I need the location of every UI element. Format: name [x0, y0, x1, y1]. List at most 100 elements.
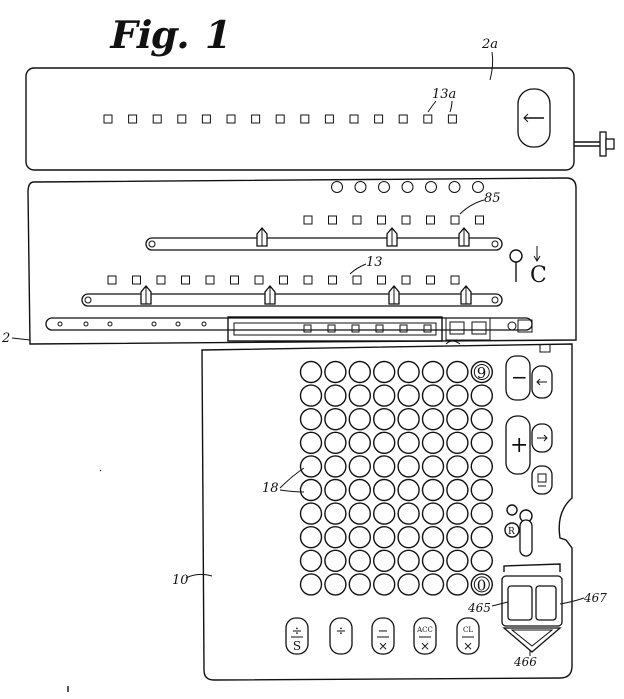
amount-key[interactable] [348, 526, 371, 549]
amount-key[interactable] [348, 455, 371, 478]
side-key-small[interactable] [531, 465, 553, 495]
amount-key[interactable] [348, 502, 371, 525]
amount-key[interactable] [446, 384, 469, 407]
slider-pointer[interactable] [388, 284, 400, 305]
amount-key[interactable] [348, 478, 371, 502]
amount-key[interactable] [421, 549, 445, 572]
amount-key[interactable] [421, 526, 445, 549]
motor-bar-left[interactable] [507, 585, 533, 621]
amount-key[interactable] [421, 478, 445, 502]
amount-key[interactable] [397, 431, 420, 454]
amount-key[interactable] [373, 408, 396, 431]
amount-key[interactable] [324, 408, 347, 431]
amount-key[interactable] [324, 526, 347, 549]
amount-key[interactable] [299, 384, 323, 407]
amount-key[interactable] [324, 573, 347, 596]
amount-key[interactable] [348, 573, 371, 596]
slider-pointer[interactable] [386, 226, 398, 247]
amount-key[interactable] [470, 526, 493, 549]
amount-key[interactable] [373, 549, 396, 572]
amount-key[interactable] [421, 408, 445, 431]
amount-key[interactable] [373, 526, 396, 549]
amount-key[interactable] [446, 502, 469, 525]
amount-key[interactable] [446, 526, 469, 549]
amount-key[interactable] [324, 478, 347, 502]
amount-key[interactable] [348, 549, 371, 572]
amount-key[interactable] [373, 455, 396, 478]
amount-key[interactable] [373, 502, 396, 525]
amount-key[interactable] [324, 384, 347, 407]
slider-pointer[interactable] [264, 284, 276, 305]
side-key-minus[interactable] [505, 355, 531, 401]
amount-key[interactable] [348, 431, 371, 454]
motor-bar-bottom[interactable] [502, 627, 562, 653]
amount-key[interactable] [421, 455, 445, 478]
function-key[interactable]: CL× [456, 617, 480, 655]
amount-key[interactable] [470, 431, 493, 454]
motor-bar-right[interactable] [535, 585, 557, 621]
slider-pointers[interactable] [140, 226, 472, 305]
amount-key[interactable] [299, 431, 323, 454]
amount-key[interactable] [446, 478, 469, 502]
amount-key[interactable] [446, 573, 469, 596]
amount-key[interactable] [446, 455, 469, 478]
amount-key[interactable] [421, 384, 445, 407]
side-key-plus[interactable] [505, 415, 531, 475]
amount-key[interactable] [397, 526, 420, 549]
amount-key[interactable] [299, 455, 323, 478]
amount-key[interactable] [397, 384, 420, 407]
function-key[interactable]: ACC× [413, 617, 437, 655]
amount-key[interactable] [470, 549, 493, 572]
amount-key[interactable] [470, 384, 493, 407]
slider-pointer[interactable] [256, 226, 268, 247]
amount-key[interactable] [397, 573, 420, 596]
amount-key[interactable] [299, 478, 323, 502]
function-key[interactable]: ÷ [329, 617, 353, 655]
amount-key[interactable] [324, 502, 347, 525]
operation-lever[interactable] [519, 509, 533, 557]
amount-key[interactable] [397, 408, 420, 431]
amount-key[interactable] [421, 360, 445, 384]
amount-key[interactable] [324, 431, 347, 454]
amount-key[interactable] [421, 573, 445, 596]
upper-slide-bar[interactable] [145, 237, 503, 251]
slider-pointer[interactable] [140, 284, 152, 305]
amount-key[interactable] [470, 573, 493, 596]
amount-key[interactable] [324, 455, 347, 478]
carriage-crank[interactable] [574, 131, 615, 157]
amount-key[interactable] [299, 526, 323, 549]
function-key[interactable]: ÷S [285, 617, 309, 655]
amount-key[interactable] [470, 455, 493, 478]
amount-key[interactable] [373, 384, 396, 407]
amount-key[interactable] [299, 408, 323, 431]
amount-key[interactable] [470, 408, 493, 431]
amount-key[interactable] [348, 408, 371, 431]
amount-key[interactable] [299, 360, 323, 384]
slider-pointer[interactable] [458, 226, 470, 247]
clear-lever[interactable] [509, 249, 523, 282]
amount-key[interactable] [299, 502, 323, 525]
amount-key[interactable] [373, 360, 396, 384]
amount-key[interactable] [373, 431, 396, 454]
amount-key[interactable] [470, 502, 493, 525]
amount-key[interactable] [421, 431, 445, 454]
slider-pointer[interactable] [460, 284, 472, 305]
amount-key[interactable] [446, 360, 469, 384]
amount-key[interactable] [470, 478, 493, 502]
amount-key[interactable] [397, 478, 420, 502]
amount-key[interactable] [373, 478, 396, 502]
motor-bar-assembly[interactable] [501, 563, 563, 653]
amount-key[interactable] [421, 502, 445, 525]
amount-key[interactable] [446, 431, 469, 454]
amount-key[interactable] [373, 573, 396, 596]
amount-key[interactable] [348, 360, 371, 384]
amount-key[interactable] [446, 408, 469, 431]
amount-key[interactable] [397, 549, 420, 572]
amount-key[interactable] [324, 360, 347, 384]
amount-key[interactable] [348, 384, 371, 407]
function-key[interactable]: −× [371, 617, 395, 655]
r-button[interactable] [504, 522, 520, 538]
amount-key[interactable] [299, 573, 323, 596]
amount-key[interactable] [397, 455, 420, 478]
amount-key[interactable] [324, 549, 347, 572]
